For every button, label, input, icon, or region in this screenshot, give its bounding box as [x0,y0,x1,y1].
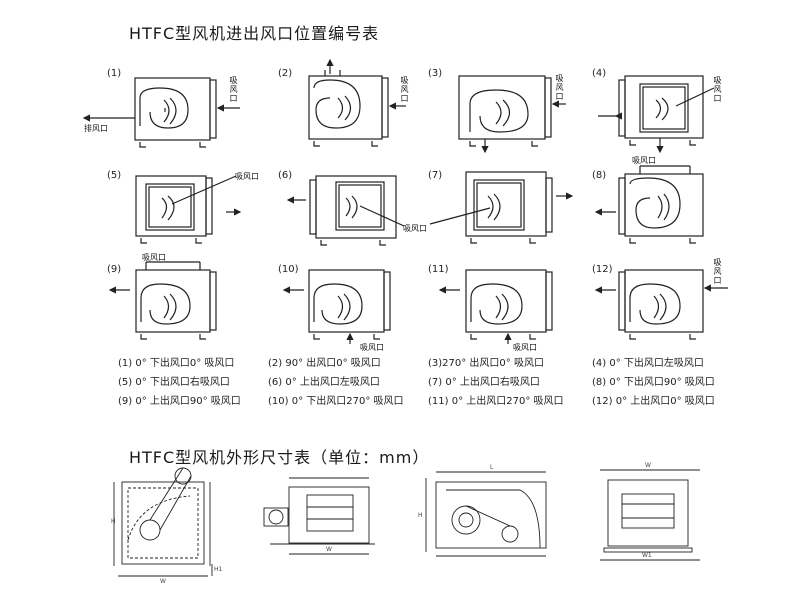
dim-label-h1-1: H1 [214,566,223,573]
legend-8: (8) 0° 下出风口90° 吸风口 [592,377,715,388]
legend-1: (1) 0° 下出风口0° 吸风口 [118,358,235,369]
legend-11: (11) 0° 上出风口270° 吸风口 [428,396,564,407]
positions-table-title: HTFC型风机进出风口位置编号表 [129,24,380,43]
suction-label-10: 吸风口 [360,343,384,352]
dim-label-h-1: H [111,518,116,525]
dim-label-w-4: W [645,462,651,469]
fan-unit-11 [438,269,553,344]
exhaust-label-1: 排风口 [84,124,108,133]
diagram-number-9: (9) [107,264,122,275]
dimension-drawing-2 [263,477,375,555]
fan-unit-9 [108,261,217,340]
dim-label-w-1: W [160,578,166,585]
fan-unit-1 [82,77,240,148]
diagram-number-2: (2) [278,68,293,79]
diagram-number-1: (1) [107,68,122,79]
diagram-number-8: (8) [592,170,607,181]
legend-6: (6) 0° 上出风口左吸风口 [268,377,380,388]
fan-unit-12 [594,269,728,340]
legend-12: (12) 0° 上出风口0° 吸风口 [592,396,715,407]
legend-10: (10) 0° 下出风口270° 吸风口 [268,396,404,407]
dimensions-table-title: HTFC型风机外形尺寸表（单位：mm） [129,448,430,467]
fan-unit-10 [282,269,391,344]
suction-label-11: 吸风口 [513,343,537,352]
diagram-number-6: (6) [278,170,293,181]
dim-label-w1-4: W1 [642,552,652,559]
dimension-drawing-3 [425,471,547,557]
suction-label-2: 吸风口 [400,76,409,103]
legend-5: (5) 0° 下出风口右吸风口 [118,377,230,388]
fan-unit-6 [286,175,405,246]
diagram-number-4: (4) [592,68,607,79]
diagram-number-10: (10) [278,264,299,275]
suction-label-12: 吸风口 [713,258,722,285]
fan-unit-8 [594,165,704,244]
suction-label-3: 吸风口 [555,74,564,101]
diagram-number-5: (5) [107,170,122,181]
dim-label-l-3: L [490,464,494,471]
legend-4: (4) 0° 下出风口左吸风口 [592,358,704,369]
fan-unit-3 [458,75,566,154]
legend-7: (7) 0° 上出风口右吸风口 [428,377,540,388]
suction-label-8: 吸风口 [632,156,656,165]
fan-unit-2 [308,58,406,147]
suction-label-1: 吸风口 [229,76,238,103]
fan-unit-4 [598,75,715,154]
dimension-drawing-1 [113,467,213,577]
legend-9: (9) 0° 上出风口90° 吸风口 [118,396,241,407]
suction-label-5: 吸风口 [235,172,259,181]
suction-label-6-7: 吸风口 [403,224,427,233]
fan-unit-5 [135,175,242,244]
diagram-number-7: (7) [428,170,443,181]
diagram-number-3: (3) [428,68,443,79]
dim-label-h-3: H [418,512,423,519]
diagram-number-12: (12) [592,264,613,275]
suction-label-9: 吸风口 [142,253,166,262]
dim-label-w-2: W [326,546,332,553]
legend-2: (2) 90° 出风口0° 吸风口 [268,358,381,369]
suction-label-4: 吸风口 [713,76,722,103]
dimension-drawing-4 [600,469,700,561]
legend-3: (3)270° 出风口0° 吸风口 [428,358,544,369]
fan-unit-7 [429,171,574,244]
diagram-number-11: (11) [428,264,449,275]
